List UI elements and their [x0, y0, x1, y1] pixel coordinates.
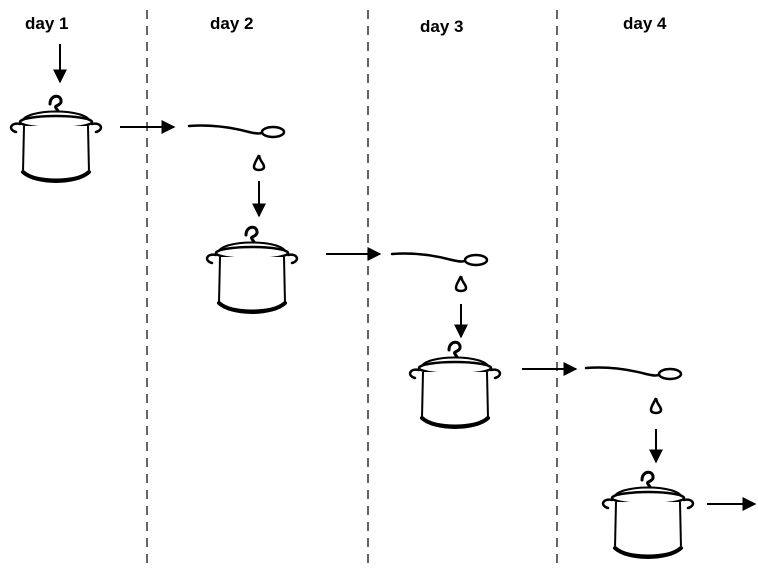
ladle-icon	[390, 252, 489, 267]
day-2-label: day 2	[210, 14, 254, 33]
pot-icon	[205, 225, 299, 314]
day-4-label: day 4	[623, 14, 667, 33]
drop-icon	[252, 153, 266, 172]
day-3-label: day 3	[420, 17, 464, 36]
pot-icon	[408, 340, 502, 429]
pot-icon	[601, 470, 695, 559]
ladle-icon	[187, 124, 286, 139]
day-1-label: day 1	[25, 14, 69, 33]
pot-icon	[9, 94, 103, 183]
drop-icon	[649, 396, 663, 415]
ladle-icon	[584, 366, 683, 381]
drop-icon	[454, 274, 468, 293]
